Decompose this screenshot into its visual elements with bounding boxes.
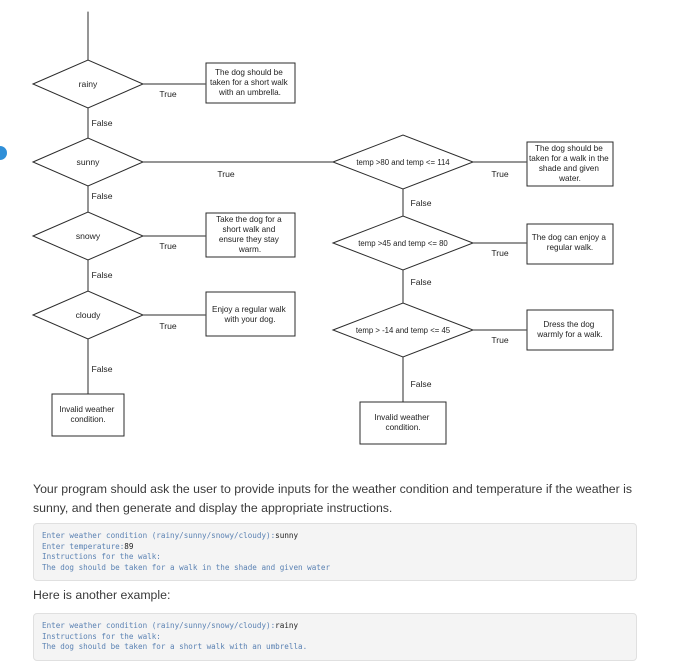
edge-true: True bbox=[217, 169, 235, 179]
outcome-temp-high bbox=[526, 141, 614, 187]
label-rainy: rainy bbox=[79, 79, 98, 89]
outcome-invalid-left-text: Invalid weather condition. bbox=[59, 405, 116, 424]
edge-false: False bbox=[91, 364, 112, 374]
label-cloudy: cloudy bbox=[76, 310, 102, 320]
outcome-snowy bbox=[205, 212, 296, 258]
code-line: Enter weather condition (rainy/sunny/sno… bbox=[42, 621, 299, 630]
edge-false: False bbox=[410, 277, 431, 287]
code-line: The dog should be taken for a short walk… bbox=[42, 642, 308, 651]
label-sunny: sunny bbox=[77, 157, 101, 167]
code-line: Enter temperature:89 bbox=[42, 541, 134, 551]
label-snowy: snowy bbox=[76, 231, 101, 241]
outcome-cloudy-text: Enjoy a regular walk with your dog. bbox=[212, 305, 288, 324]
outcome-invalid-left bbox=[51, 393, 125, 437]
edge-true: True bbox=[491, 248, 509, 258]
outcome-rainy bbox=[205, 62, 296, 104]
outcome-snowy-text: Take the dog for a short walk and ensure… bbox=[216, 215, 284, 254]
instructions-paragraph: Your program should ask the user to prov… bbox=[33, 482, 633, 515]
edge-false: False bbox=[91, 270, 112, 280]
edge-true: True bbox=[491, 335, 509, 345]
example-output-2: Enter weather condition (rainy/sunny/sno… bbox=[33, 613, 637, 661]
outcome-invalid-right bbox=[359, 401, 447, 445]
edge-false: False bbox=[91, 191, 112, 201]
outcome-temp-low bbox=[526, 309, 614, 351]
outcome-temp-low-text: Dress the dog warmly for a walk. bbox=[536, 320, 603, 339]
outcome-rainy-text: The dog should be taken for a short walk… bbox=[210, 68, 290, 97]
edge-false: False bbox=[91, 118, 112, 128]
outcome-temp-mid-text: The dog can enjoy a regular walk. bbox=[532, 233, 608, 252]
code-line: Enter weather condition (rainy/sunny/sno… bbox=[42, 531, 299, 540]
another-example-heading: Here is another example: bbox=[33, 588, 171, 602]
label-temp-low: temp > -14 and temp <= 45 bbox=[356, 326, 451, 335]
outcome-temp-high-text: The dog should be taken for a walk in th… bbox=[529, 144, 611, 183]
outcome-cloudy bbox=[205, 291, 296, 337]
edge-true: True bbox=[159, 321, 177, 331]
label-temp-high: temp >80 and temp <= 114 bbox=[356, 158, 450, 167]
label-temp-mid: temp >45 and temp <= 80 bbox=[358, 239, 448, 248]
code-line: The dog should be taken for a walk in th… bbox=[42, 562, 331, 572]
outcome-invalid-right-text: Invalid weather condition. bbox=[374, 413, 431, 432]
edge-true: True bbox=[159, 241, 177, 251]
edge-false: False bbox=[410, 379, 431, 389]
comment-marker-icon[interactable] bbox=[0, 146, 7, 160]
edge-true: True bbox=[491, 169, 509, 179]
edge-false: False bbox=[410, 198, 431, 208]
code-line: Instructions for the walk: bbox=[42, 631, 161, 641]
weather-flowchart: rainy sunny snowy cloudy temp >80 and te… bbox=[31, 11, 614, 445]
code-line: Instructions for the walk: bbox=[42, 552, 161, 561]
edge-true: True bbox=[159, 89, 177, 99]
example-output-1: Enter weather condition (rainy/sunny/sno… bbox=[33, 523, 637, 581]
outcome-temp-mid bbox=[526, 223, 614, 265]
